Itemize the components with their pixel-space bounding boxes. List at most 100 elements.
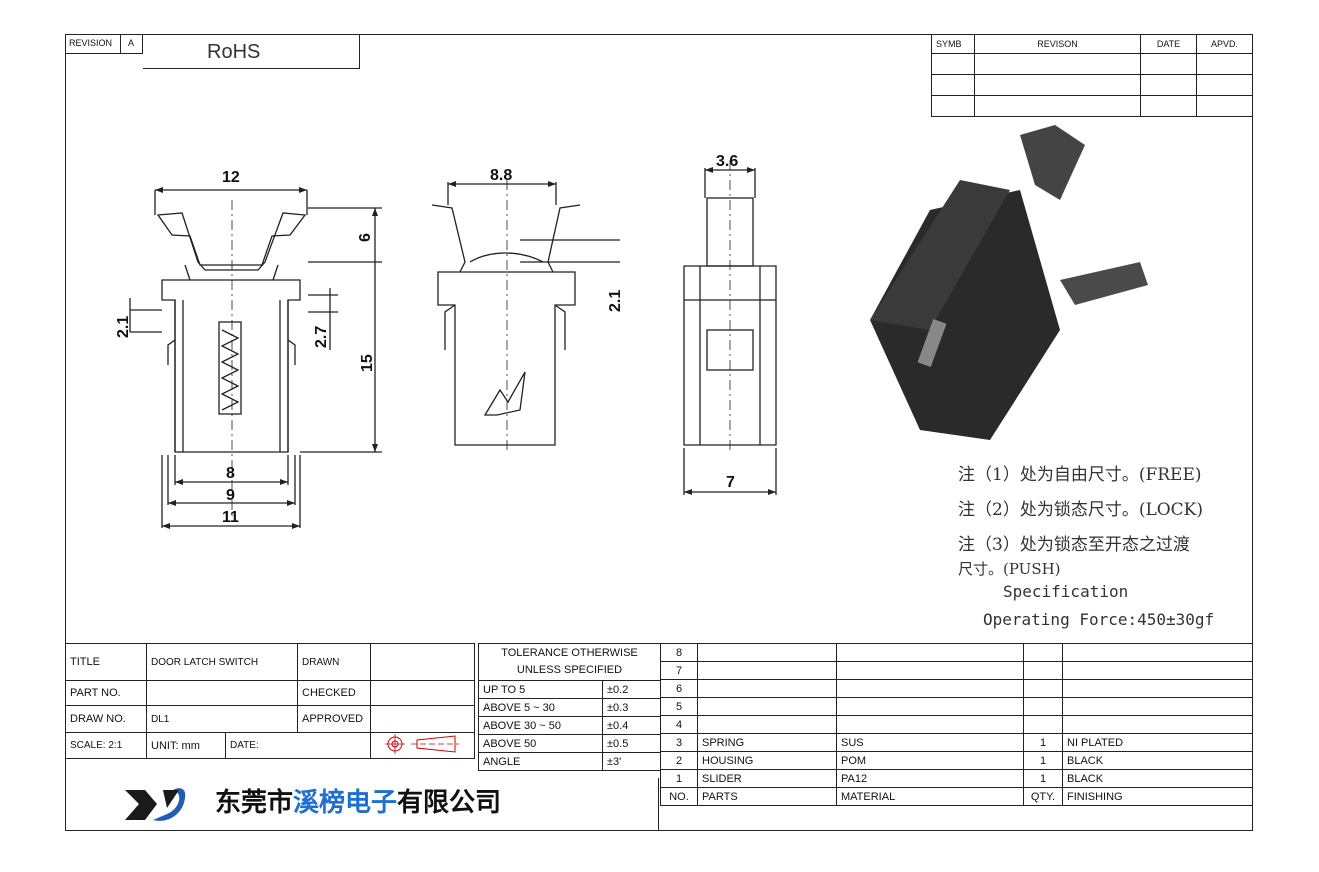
bom-material: PA12 (836, 769, 1024, 788)
company-name-a: 东莞市 (215, 788, 294, 818)
tol-range: UP TO 5 (478, 680, 603, 699)
tol-value: ±3' (602, 752, 661, 771)
bom-material (836, 661, 1024, 680)
bom-finish (1062, 661, 1253, 680)
bom-qty (1023, 643, 1063, 662)
bom-part (697, 643, 837, 662)
tolerance-header-2: UNLESS SPECIFIED (516, 664, 623, 676)
bom-finish (1062, 679, 1253, 698)
dim-side-width: 8.8 (490, 167, 512, 184)
date-label: DATE: (225, 732, 371, 759)
revision-table: SYMB REVISON DATE APVD. (931, 34, 1253, 117)
rohs-box: RoHS (143, 34, 360, 69)
dim-front-w11: 11 (222, 509, 239, 526)
rohs-label: RoHS (207, 41, 261, 63)
tol-range: ABOVE 30 ~ 50 (478, 716, 603, 735)
note-1: 注（1）处为自由尺寸。(FREE) (958, 465, 1202, 485)
tol-value: ±0.3 (602, 698, 661, 717)
spec-title: Specification (1003, 582, 1129, 601)
bom-material: POM (836, 751, 1024, 770)
checked-label: CHECKED (297, 680, 371, 706)
bom-header-no: NO. (660, 787, 698, 806)
dim-front-top-width: 12 (222, 169, 240, 186)
bom-header-qty: QTY. (1023, 787, 1063, 806)
tol-value: ±0.2 (602, 680, 661, 699)
company-name: 东莞市溪榜电子有限公司 (215, 790, 501, 816)
bom-finish: NI PLATED (1062, 733, 1253, 752)
bom-header-finish: FINISHING (1062, 787, 1253, 806)
company-name-c: 有限公司 (397, 788, 502, 818)
bom-part: HOUSING (697, 751, 837, 770)
revision-label: REVISION (69, 38, 113, 48)
side-view (431, 180, 620, 450)
note-4: 尺寸。(PUSH) (958, 560, 1061, 578)
bom-finish (1062, 697, 1253, 716)
dim-edge-bottom: 7 (726, 474, 735, 491)
edge-view (683, 160, 777, 495)
bom-qty: 1 (1023, 751, 1063, 770)
part-photo (870, 125, 1148, 440)
title-label: TITLE (65, 643, 147, 681)
approved-label: APPROVED (297, 705, 371, 733)
bom-part (697, 697, 837, 716)
scale-label: SCALE: 2:1 (65, 732, 147, 759)
drawn-label: DRAWN (297, 643, 371, 681)
tolerance-table: TOLERANCE OTHERWISE UNLESS SPECIFIED UP … (478, 643, 661, 771)
revision-box: REVISION A (65, 34, 143, 54)
unit-label: UNIT: mm (146, 732, 226, 759)
dim-side-right: 2.1 (607, 290, 624, 312)
bom-no: 3 (660, 733, 698, 752)
dim-front-w8: 8 (226, 465, 235, 482)
tol-range: ANGLE (478, 752, 603, 771)
bom-no: 7 (660, 661, 698, 680)
bom-no: 5 (660, 697, 698, 716)
bom-part: SPRING (697, 733, 837, 752)
spec-force: Operating Force:450±30gf (983, 610, 1215, 629)
dim-front-right-top: 6 (357, 233, 374, 242)
projection-symbol (370, 732, 475, 759)
company-row: 东莞市溪榜电子有限公司 (65, 778, 659, 831)
note-2: 注（2）处为锁态尺寸。(LOCK) (958, 500, 1204, 520)
bom-part (697, 679, 837, 698)
bom-material (836, 679, 1024, 698)
company-logo-icon (125, 788, 186, 821)
bom-qty: 1 (1023, 769, 1063, 788)
bom-no: 1 (660, 769, 698, 788)
bom-material: SUS (836, 733, 1024, 752)
notes-block: 注（1）处为自由尺寸。(FREE) 注（2）处为锁态尺寸。(LOCK) 注（3）… (958, 458, 1248, 563)
bom-no: 6 (660, 679, 698, 698)
bom-finish (1062, 643, 1253, 662)
tol-value: ±0.5 (602, 734, 661, 753)
bom-no: 8 (660, 643, 698, 662)
bom-material (836, 643, 1024, 662)
bom-finish (1062, 715, 1253, 734)
drawing-frame (65, 34, 1253, 831)
front-view (129, 189, 382, 528)
draw-no-value: DL1 (146, 705, 298, 733)
bom-header-material: MATERIAL (836, 787, 1024, 806)
tol-range: ABOVE 5 ~ 30 (478, 698, 603, 717)
bom-part (697, 661, 837, 680)
technical-drawing: 12 6 2.1 2.7 15 8 9 11 8.8 2.1 3.6 7 (115, 125, 1148, 529)
bom-material (836, 715, 1024, 734)
part-no-label: PART NO. (65, 680, 147, 706)
revision-divider (120, 34, 121, 54)
dim-front-inner-right: 2.7 (313, 326, 330, 348)
bom-header-part: PARTS (697, 787, 837, 806)
dim-front-height: 15 (359, 354, 376, 372)
bom-qty (1023, 661, 1063, 680)
bom-qty (1023, 679, 1063, 698)
bom-no: 4 (660, 715, 698, 734)
bom-finish: BLACK (1062, 751, 1253, 770)
bom-part: SLIDER (697, 769, 837, 788)
bom-material (836, 697, 1024, 716)
tol-range: ABOVE 50 (478, 734, 603, 753)
bom-no: 2 (660, 751, 698, 770)
bom-qty: 1 (1023, 733, 1063, 752)
dim-front-left-small: 2.1 (115, 316, 132, 338)
tol-value: ±0.4 (602, 716, 661, 735)
title-block: TITLE DOOR LATCH SWITCH DRAWN PART NO. C… (65, 643, 475, 759)
bom-finish: BLACK (1062, 769, 1253, 788)
bom-part (697, 715, 837, 734)
